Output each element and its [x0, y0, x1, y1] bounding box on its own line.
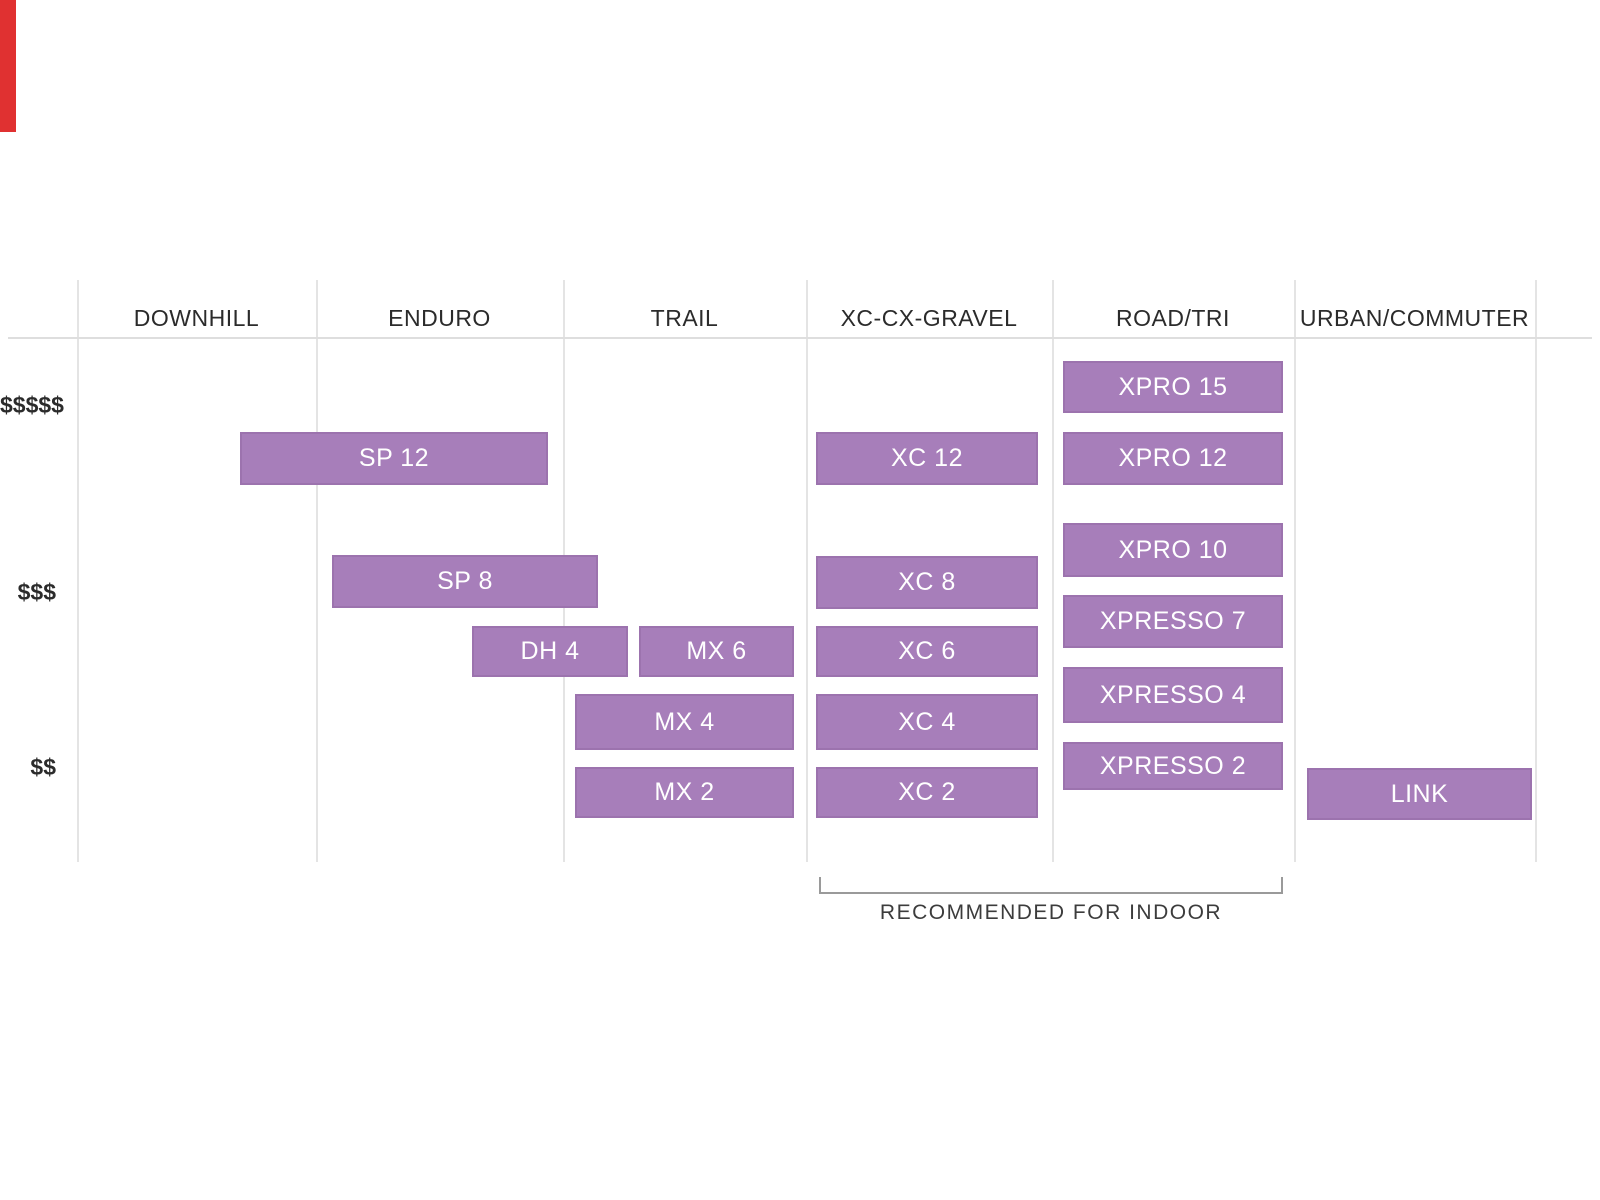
product-xpro-12: XPRO 12 — [1063, 432, 1283, 485]
column-header-trail: TRAIL — [650, 305, 719, 331]
product-mx-4: MX 4 — [575, 694, 794, 750]
column-header-urban-commuter: URBAN/COMMUTER — [1299, 305, 1530, 331]
product-link: LINK — [1307, 768, 1532, 820]
product-mx-6: MX 6 — [639, 626, 794, 677]
product-xpresso-7: XPRESSO 7 — [1063, 595, 1283, 648]
header-divider-line — [8, 337, 1592, 339]
column-header-road-tri: ROAD/TRI — [1116, 305, 1230, 331]
column-header-downhill: DOWNHILL — [133, 305, 260, 331]
product-xc-12: XC 12 — [816, 432, 1038, 485]
grid-line-vertical — [1294, 280, 1296, 862]
indoor-bracket-label: RECOMMENDED FOR INDOOR — [879, 901, 1223, 924]
price-tier-label-3: $$$ — [17, 579, 56, 605]
product-xc-2: XC 2 — [816, 767, 1038, 818]
column-header-xc-cx-gravel: XC-CX-GRAVEL — [840, 305, 1018, 331]
product-xpro-10: XPRO 10 — [1063, 523, 1283, 577]
product-xpresso-4: XPRESSO 4 — [1063, 667, 1283, 723]
grid-line-vertical — [1052, 280, 1054, 862]
indoor-bracket — [819, 877, 1283, 894]
column-header-enduro: ENDURO — [388, 305, 491, 331]
grid-line-vertical — [1535, 280, 1537, 862]
product-xc-6: XC 6 — [816, 626, 1038, 677]
product-dh-4: DH 4 — [472, 626, 628, 677]
red-marker-bar — [0, 0, 16, 132]
product-xc-8: XC 8 — [816, 556, 1038, 609]
price-tier-label-5: $$$$$ — [0, 392, 64, 418]
product-xpresso-2: XPRESSO 2 — [1063, 742, 1283, 790]
grid-line-vertical — [806, 280, 808, 862]
price-tier-label-2: $$ — [30, 754, 56, 780]
product-xpro-15: XPRO 15 — [1063, 361, 1283, 413]
product-mx-2: MX 2 — [575, 767, 794, 818]
grid-line-vertical — [77, 280, 79, 862]
product-xc-4: XC 4 — [816, 694, 1038, 750]
product-sp-12: SP 12 — [240, 432, 548, 485]
product-sp-8: SP 8 — [332, 555, 598, 608]
grid-line-vertical — [316, 280, 318, 862]
